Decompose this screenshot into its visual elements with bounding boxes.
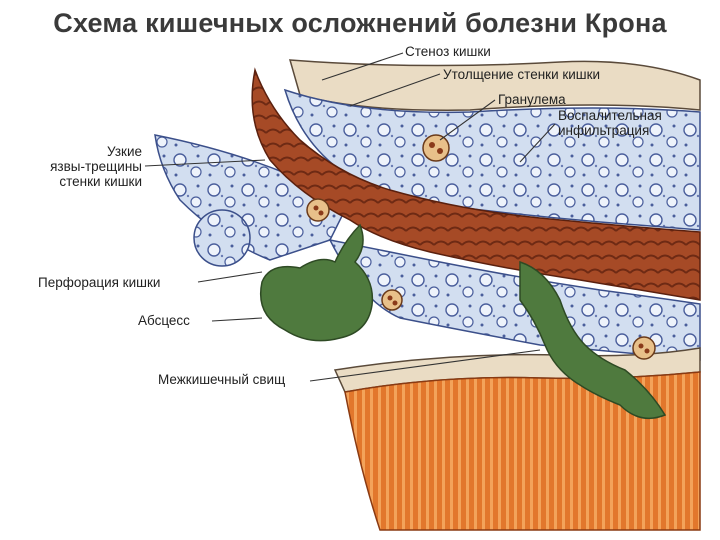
label-inflammatory-infiltration: Воспалительная инфильтрация — [558, 108, 662, 138]
label-fissure-ulcers-line2: язвы-трещины — [20, 159, 142, 174]
label-fissure-ulcers-line1: Узкие — [20, 144, 142, 159]
label-wall-thickening: Утолщение стенки кишки — [443, 67, 600, 82]
wall-bulge — [194, 210, 250, 266]
label-granuloma: Гранулема — [498, 92, 566, 107]
label-inflammatory-infiltration-line1: Воспалительная — [558, 108, 662, 123]
label-fissure-ulcers-line3: стенки кишки — [20, 174, 142, 189]
label-perforation: Перфорация кишки — [38, 275, 160, 290]
label-abscess: Абсцесс — [138, 313, 190, 328]
label-fistula: Межкишечный свищ — [158, 372, 285, 387]
label-fissure-ulcers: Узкие язвы-трещины стенки кишки — [20, 144, 142, 189]
label-stenosis: Стеноз кишки — [405, 44, 491, 59]
label-inflammatory-infiltration-line2: инфильтрация — [558, 123, 662, 138]
